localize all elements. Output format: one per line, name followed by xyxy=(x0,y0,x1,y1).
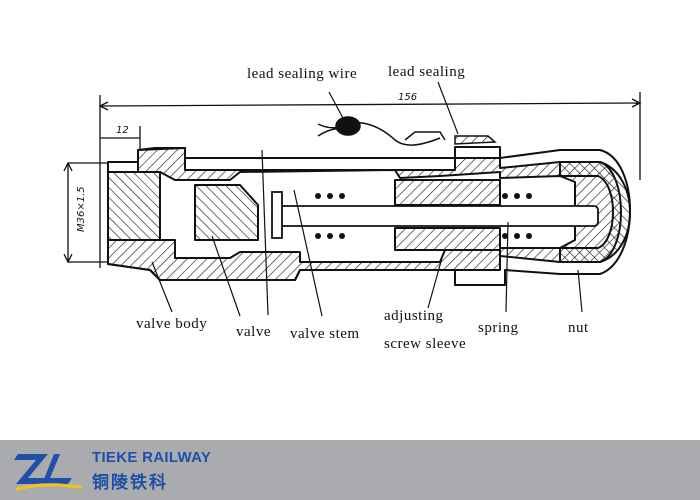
label-valve-body: valve body xyxy=(136,316,207,332)
leader-lines xyxy=(151,81,583,317)
brand-name-cn: 铜陵铁科 xyxy=(92,473,168,493)
dim-overall-length: 156 xyxy=(398,92,417,103)
label-screw-sleeve: screw sleeve xyxy=(384,336,466,352)
label-adjusting: adjusting xyxy=(384,308,444,324)
dimension-lines xyxy=(63,92,642,268)
label-nut: nut xyxy=(568,320,589,336)
label-lead-sealing: lead sealing xyxy=(388,64,465,80)
brand-footer xyxy=(0,440,700,500)
lead-sealing-parts xyxy=(317,116,497,146)
tieke-railway-logo xyxy=(14,454,82,491)
brand-name-en: TIEKE RAILWAY xyxy=(92,449,212,466)
valve-stem xyxy=(271,191,599,239)
label-lead-sealing-wire: lead sealing wire xyxy=(247,66,357,82)
label-valve: valve xyxy=(236,324,271,340)
label-valve-stem: valve stem xyxy=(290,326,360,342)
spring-coils xyxy=(315,193,532,239)
dim-thread: M36×1.5 xyxy=(76,186,87,232)
label-spring: spring xyxy=(478,320,519,336)
valve-cross-section-diagram: 156 12 M36×1.5 xyxy=(63,64,642,352)
dim-left-offset: 12 xyxy=(116,125,129,136)
